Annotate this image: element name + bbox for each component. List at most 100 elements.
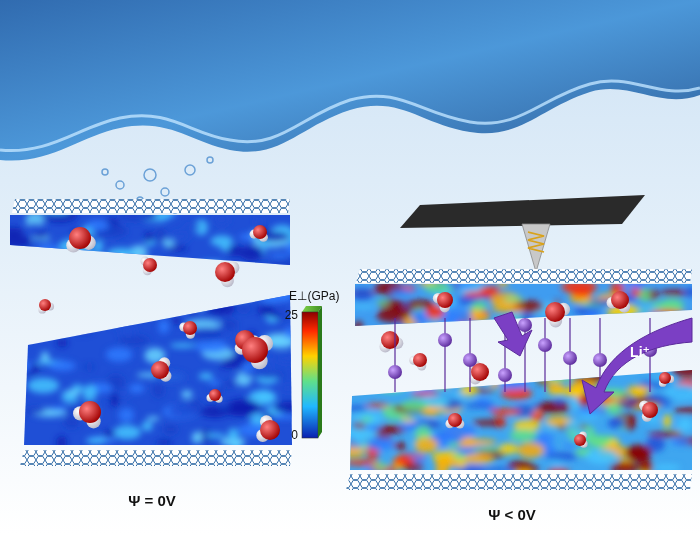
modulus-spot <box>546 453 578 461</box>
lithium-atom <box>388 365 402 379</box>
modulus-spot <box>147 286 160 300</box>
modulus-spot <box>555 399 564 404</box>
modulus-spot <box>439 368 465 381</box>
modulus-spot <box>374 379 404 389</box>
modulus-spot <box>631 389 646 396</box>
modulus-spot <box>607 314 623 318</box>
modulus-spot <box>43 312 73 327</box>
oxygen-atom <box>215 262 235 282</box>
modulus-spot <box>501 388 532 400</box>
modulus-spot <box>26 327 48 337</box>
modulus-spot <box>83 385 97 401</box>
modulus-map <box>0 286 309 451</box>
modulus-spot <box>544 366 575 381</box>
water-molecule <box>242 335 273 369</box>
modulus-spot <box>427 384 452 388</box>
modulus-spot <box>472 301 487 311</box>
modulus-spot <box>145 290 169 302</box>
oxygen-atom <box>69 227 91 249</box>
oxygen-atom <box>183 321 197 335</box>
water-molecule <box>379 331 403 352</box>
oxygen-atom <box>151 361 169 379</box>
modulus-spot <box>196 290 205 296</box>
potential-label: Ψ < 0V <box>488 506 536 523</box>
modulus-spot <box>384 382 403 393</box>
modulus-spot <box>197 298 205 309</box>
modulus-spot <box>346 384 377 389</box>
modulus-spot <box>650 309 686 320</box>
lithium-atom <box>498 368 512 382</box>
water-molecule <box>38 299 54 314</box>
modulus-spot <box>345 406 368 412</box>
modulus-spot <box>206 302 236 315</box>
modulus-spot <box>129 384 144 393</box>
modulus-spot <box>43 207 77 223</box>
modulus-spot <box>373 463 388 470</box>
modulus-spot <box>499 278 508 287</box>
modulus-spot <box>457 467 487 475</box>
modulus-spot <box>220 318 238 330</box>
modulus-spot <box>518 442 545 458</box>
modulus-spot <box>56 436 66 450</box>
modulus-spot <box>214 213 230 226</box>
modulus-spot <box>55 297 88 303</box>
modulus-spot <box>345 376 364 391</box>
modulus-spot <box>413 311 428 326</box>
water-molecule <box>574 432 588 448</box>
ion-link <box>394 318 395 392</box>
modulus-spot <box>270 257 302 270</box>
modulus-spot <box>677 418 692 432</box>
modulus-spot <box>119 323 136 338</box>
modulus-spot <box>465 403 488 408</box>
modulus-spot <box>424 282 454 293</box>
modulus-spot <box>393 457 415 467</box>
modulus-spot <box>14 361 32 372</box>
modulus-spot <box>353 360 383 375</box>
oxygen-atom <box>437 292 453 308</box>
modulus-spot <box>207 291 222 296</box>
modulus-spot <box>69 256 82 260</box>
modulus-spot <box>61 311 74 318</box>
modulus-spot <box>50 307 81 319</box>
modulus-spot <box>462 439 497 445</box>
modulus-spot <box>177 403 203 414</box>
modulus-spot <box>392 443 405 448</box>
oxygen-atom <box>39 299 51 311</box>
modulus-spot <box>625 419 636 430</box>
oxygen-atom <box>253 225 267 239</box>
modulus-spot <box>236 307 252 312</box>
water-molecule <box>433 292 453 312</box>
modulus-spot <box>651 302 680 310</box>
modulus-spot <box>585 310 599 326</box>
modulus-spot <box>118 211 153 222</box>
modulus-spot <box>102 430 115 437</box>
modulus-spot <box>74 303 90 319</box>
modulus-spot <box>95 312 107 320</box>
modulus-spot <box>158 319 169 333</box>
water-molecule <box>445 413 464 429</box>
modulus-map <box>346 276 700 334</box>
modulus-spot <box>225 380 237 387</box>
modulus-spot <box>663 414 671 427</box>
modulus-spot <box>24 408 46 415</box>
modulus-spot <box>89 286 110 299</box>
modulus-spot <box>352 288 372 300</box>
modulus-spot <box>204 433 226 438</box>
modulus-spot <box>107 248 137 258</box>
modulus-spot <box>491 307 525 312</box>
modulus-spot <box>30 250 62 254</box>
water-molecule <box>607 291 631 313</box>
modulus-spot <box>270 254 290 259</box>
modulus-spot <box>648 431 684 437</box>
lithium-ion <box>463 318 477 392</box>
modulus-spot <box>210 380 220 387</box>
modulus-spot <box>446 282 473 288</box>
modulus-spot <box>25 223 45 235</box>
modulus-spot <box>106 347 132 361</box>
modulus-spot <box>0 234 31 248</box>
modulus-spot <box>195 340 228 353</box>
modulus-spot <box>28 378 60 393</box>
modulus-spot <box>223 290 253 299</box>
modulus-spot <box>192 432 203 444</box>
water-molecule <box>215 261 239 287</box>
